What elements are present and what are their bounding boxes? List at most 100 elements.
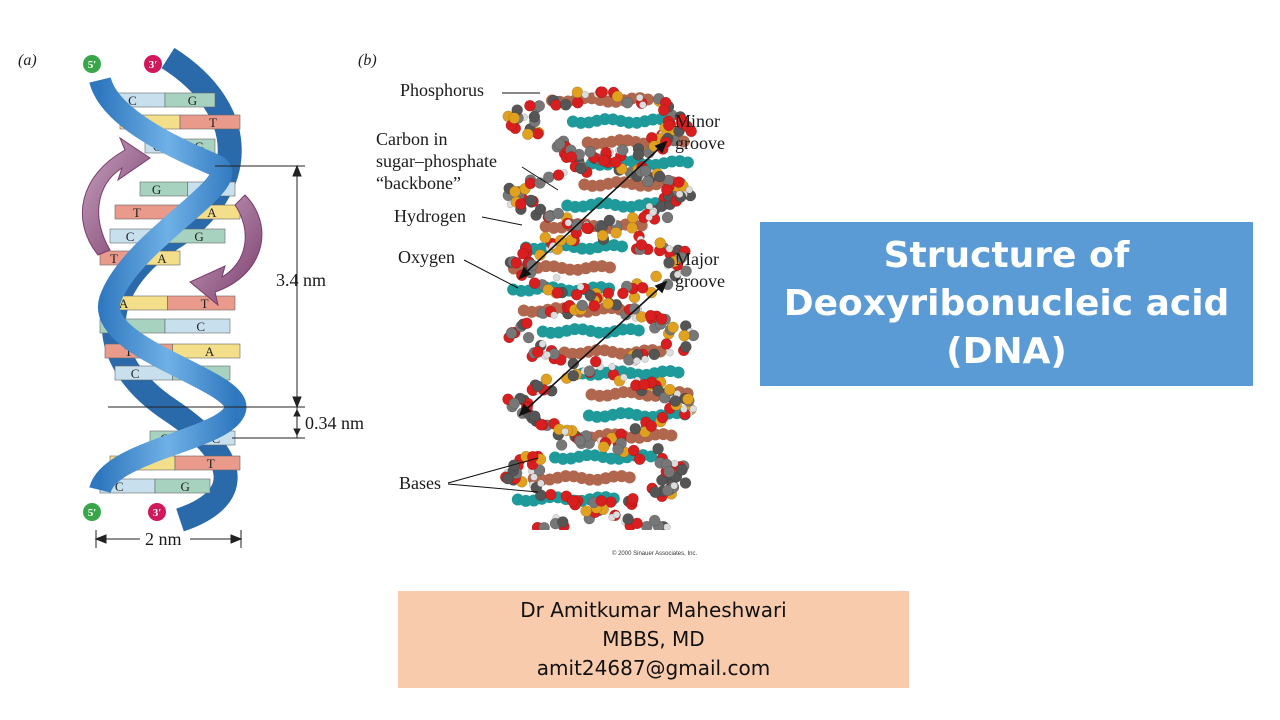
backbone-atom [664,383,676,396]
backbone-atom [639,101,647,109]
base-letter-left: C [126,229,135,244]
backbone-atom [545,488,557,501]
backbone-atom [649,208,657,217]
backbone-atom [645,420,658,432]
backbone-atom [657,104,670,116]
backbone-atom [564,219,573,227]
end-marker-bottom-left: 5′ [83,503,101,521]
backbone-atom [658,392,671,404]
pitch-label: 3.4 nm [276,270,327,290]
backbone-atom [631,517,643,530]
backbone-atom [560,99,572,111]
title-line-1: Structure of [883,235,1130,276]
base-G [139,181,188,197]
backbone-atom [675,251,688,264]
backbone-atom [639,165,652,177]
base-letter-left: C [128,93,137,108]
label-carbon-line2: sugar–phosphate [376,151,497,171]
backbone-atom [596,229,609,242]
backbone-atom [629,422,642,435]
backbone-atom [550,311,558,319]
label-major-line1: Major [675,249,719,269]
backbone-atom [530,473,538,481]
backbone-atom [653,170,666,183]
author-degree: MBBS, MD [602,627,705,651]
backbone-atom [571,86,584,99]
base-atom-brown [677,135,690,148]
backbone-atom [553,138,566,150]
base-letter-left: C [131,366,140,381]
backbone-atom [663,119,675,132]
backbone-atom [670,459,679,468]
base-atom-teal [681,156,694,169]
backbone-atom [597,441,610,453]
label-minor-line2: groove [675,133,725,153]
backbone-atom [596,86,608,98]
label-carbon-line3: “backbone” [376,173,461,193]
backbone-atom [552,169,565,181]
author-email: amit24687@gmail.com [536,656,771,680]
backbone-atom [681,120,693,132]
rise-label: 0.34 nm [305,413,365,433]
backbone-atom [676,464,688,476]
backbone-atom [641,355,649,363]
backbone-atom [551,287,564,299]
backbone-atom [652,443,664,455]
backbone-atom [501,472,514,485]
backbone-atom [522,128,534,140]
backbone-atom [534,203,547,216]
base-letter-right: T [201,296,209,311]
backbone-atom [663,256,675,269]
base-atom-brown [665,429,678,442]
backbone-atom [526,259,538,271]
panel-b-label: (b) [358,52,377,69]
backbone-atom [535,418,547,431]
backbone-atom [557,516,569,528]
backbone-atom [654,237,666,249]
pitch-dimension [108,164,305,409]
atom-cluster [500,86,700,530]
title-line-2: Deoxyribonucleic acid [783,283,1230,324]
base-letter-left: T [125,344,133,359]
base-letter-right: T [207,456,215,471]
backbone-atom [602,287,615,299]
backbone-atom [602,297,614,310]
backbone-atom [508,112,521,124]
base-C [164,318,231,334]
backbone-atom [576,299,589,312]
backbone-atom [649,486,662,498]
backbone-atom [689,405,698,413]
backbone-atom [638,378,650,391]
rotation-arrow-right [189,194,263,307]
svg-text:3′: 3′ [149,59,158,71]
base-letter-right: A [205,344,215,359]
backbone-atom [567,357,580,370]
backbone-atom [675,190,684,198]
backbone-atom [663,466,675,478]
base-atom-teal [644,450,657,463]
backbone-atom [584,146,596,158]
backbone-atom [522,331,535,344]
backbone-atom [667,321,679,334]
end-marker-top-right: 3′ [144,55,162,73]
backbone-atom [612,510,621,519]
label-leader-lines [447,92,559,493]
backbone-atom [565,151,578,163]
backbone-atom [626,222,638,234]
backbone-atom [642,175,654,188]
label-oxygen: Oxygen [398,247,455,267]
backbone-atom [575,162,587,175]
backbone-atom [620,373,628,382]
backbone-atom [567,495,579,507]
base-letter-right: A [207,205,217,220]
base-letter-right: T [209,115,217,130]
backbone-atom [598,154,610,167]
backbone-atom [682,393,694,405]
backbone-atom [627,492,639,505]
backbone-atom [580,505,592,517]
major-groove-arrow [518,280,668,417]
backbone-atom [571,96,584,109]
backbone-atom [632,149,645,161]
backbone-atom [543,351,551,359]
